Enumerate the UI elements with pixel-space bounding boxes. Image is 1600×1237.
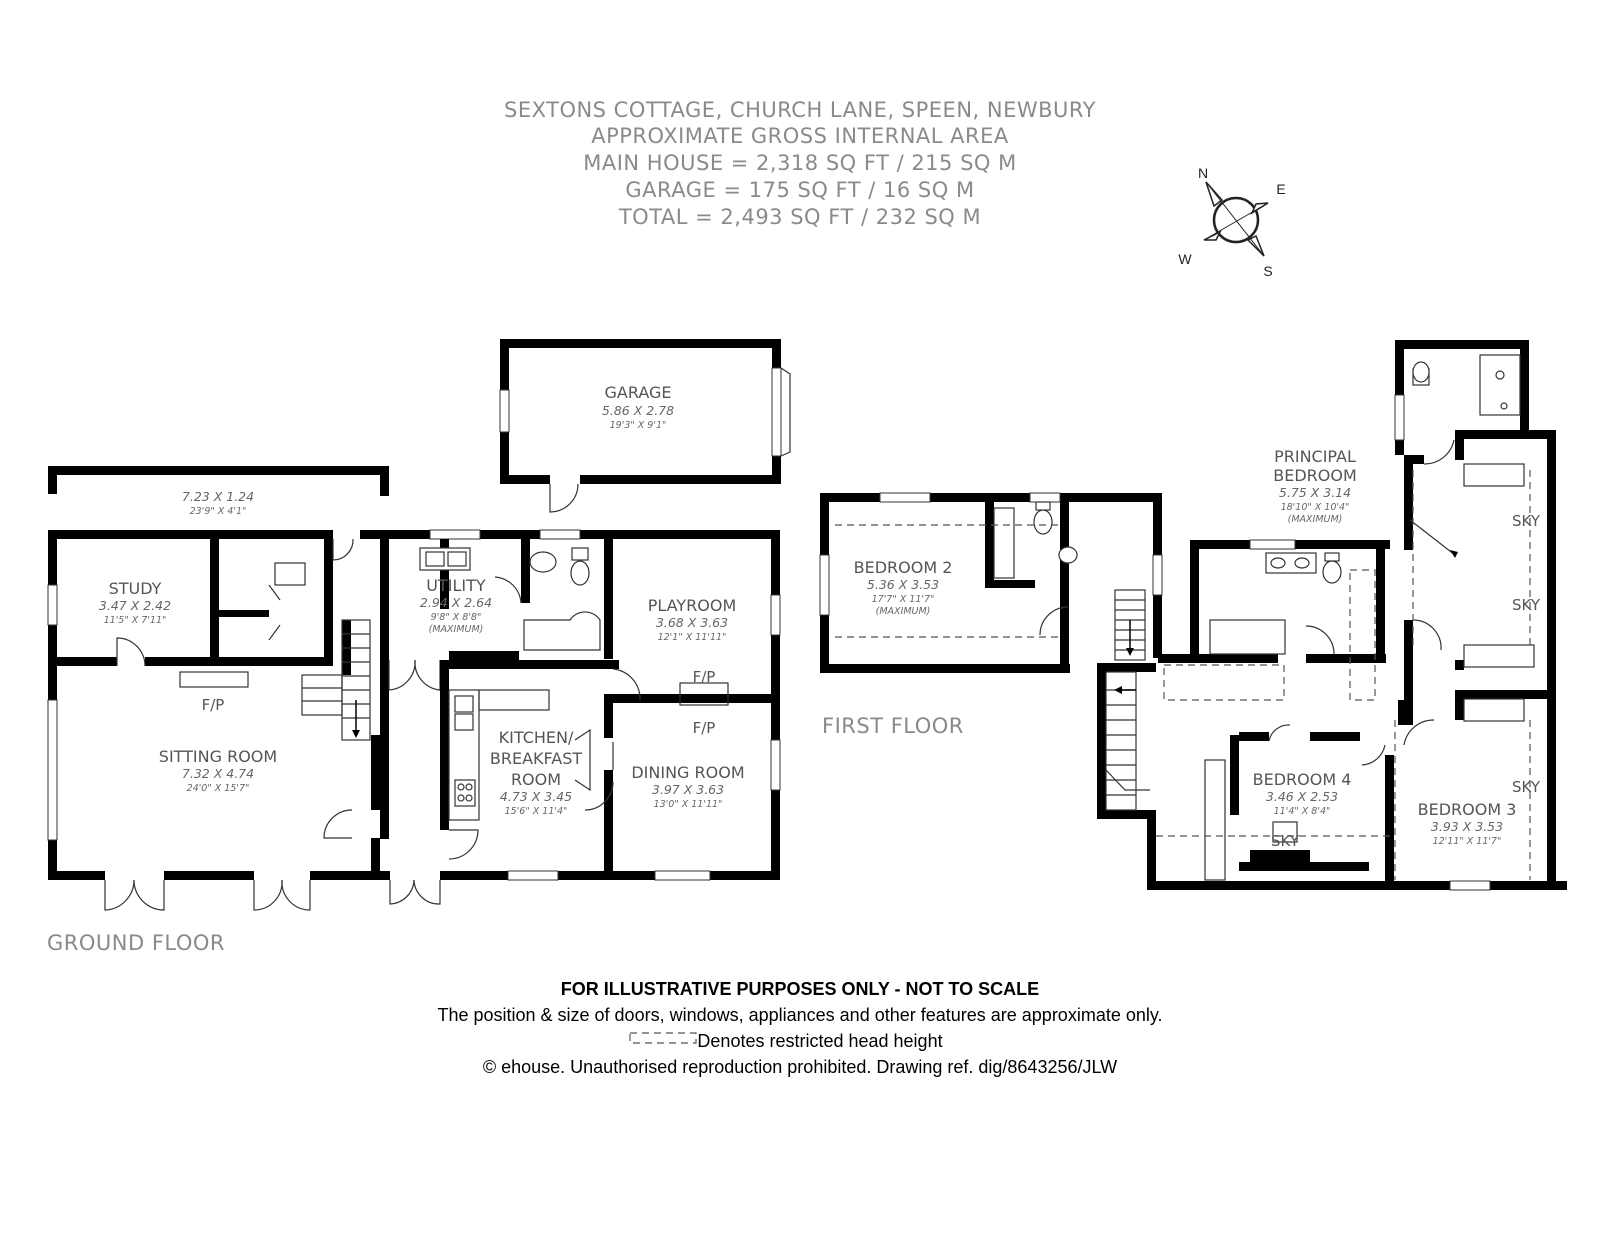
skylight-1: SKY xyxy=(1512,512,1541,530)
bedroom4-metric: 3.46 X 2.53 xyxy=(1266,789,1338,804)
playroom-metric: 3.68 X 3.63 xyxy=(656,615,728,630)
ground-stairs xyxy=(301,539,389,839)
sitting-room-label: SITTING ROOM 7.32 X 4.74 24'0" X 15'7" xyxy=(159,747,277,794)
ground-floor-label: GROUND FLOOR xyxy=(47,931,225,955)
ground-floor-walls xyxy=(47,529,781,911)
sitting-imperial: 24'0" X 15'7" xyxy=(187,783,250,794)
study-imperial: 11'5" X 7'11" xyxy=(104,615,167,626)
dining-imperial: 13'0" X 11'11" xyxy=(654,799,723,810)
garage-name: GARAGE xyxy=(605,383,672,402)
bedroom2-metric: 5.36 X 3.53 xyxy=(867,577,939,592)
fp-sitting: F/P xyxy=(202,696,225,714)
store-label: 7.23 X 1.24 23'9" X 4'1" xyxy=(182,489,254,517)
compass-s: S xyxy=(1263,263,1272,279)
principal-name-2: BEDROOM xyxy=(1273,466,1357,485)
principal-bedroom-label: PRINCIPAL BEDROOM 5.75 X 3.14 18'10" X 1… xyxy=(1273,447,1357,525)
principal-note: (MAXIMUM) xyxy=(1288,514,1343,525)
first-stairs xyxy=(1114,589,1146,661)
kitchen-label: KITCHEN/ BREAKFAST ROOM 4.73 X 3.45 15'6… xyxy=(490,728,582,817)
kitchen-imperial: 15'6" X 11'4" xyxy=(505,806,568,817)
first-floor-right-walls xyxy=(1097,340,1567,891)
header-area-title: APPROXIMATE GROSS INTERNAL AREA xyxy=(591,124,1009,148)
store-metric: 7.23 X 1.24 xyxy=(182,489,254,504)
dining-metric: 3.97 X 3.63 xyxy=(652,782,724,797)
study-metric: 3.47 X 2.42 xyxy=(99,598,171,613)
fp-dining: F/P xyxy=(693,719,716,737)
utility-metric: 2.94 X 2.64 xyxy=(420,595,492,610)
bedroom3-label: BEDROOM 3 3.93 X 3.53 12'11" X 11'7" xyxy=(1418,800,1517,847)
footer-disclaimer-title: FOR ILLUSTRATIVE PURPOSES ONLY - NOT TO … xyxy=(561,979,1039,999)
playroom-imperial: 12'1" X 11'11" xyxy=(658,632,727,643)
dining-name: DINING ROOM xyxy=(631,763,744,782)
bedroom3-metric: 3.93 X 3.53 xyxy=(1431,819,1503,834)
bedroom4-label: BEDROOM 4 3.46 X 2.53 11'4" X 8'4" xyxy=(1253,770,1352,817)
header: SEXTONS COTTAGE, CHURCH LANE, SPEEN, NEW… xyxy=(504,98,1096,229)
sitting-name: SITTING ROOM xyxy=(159,747,277,766)
playroom-name: PLAYROOM xyxy=(648,596,737,615)
skylight-4: SKY xyxy=(1271,832,1300,850)
dining-room-label: DINING ROOM 3.97 X 3.63 13'0" X 11'11" xyxy=(631,763,744,810)
kitchen-name-3: ROOM xyxy=(511,770,561,789)
compass-n: N xyxy=(1198,165,1208,181)
compass-e: E xyxy=(1276,181,1285,197)
footer-disclaimer-text: The position & size of doors, windows, a… xyxy=(437,1005,1162,1025)
bedroom4-imperial: 11'4" X 8'4" xyxy=(1274,806,1331,817)
footer-restricted-height: Denotes restricted head height xyxy=(697,1031,942,1051)
skylight-2: SKY xyxy=(1512,596,1541,614)
first-floor-plan: BEDROOM 2 5.36 X 3.53 17'7" X 11'7" (MAX… xyxy=(819,340,1567,891)
principal-metric: 5.75 X 3.14 xyxy=(1279,485,1351,500)
bedroom4-name: BEDROOM 4 xyxy=(1253,770,1352,789)
principal-name-1: PRINCIPAL xyxy=(1274,447,1356,466)
playroom-label: PLAYROOM 3.68 X 3.63 12'1" X 11'11" xyxy=(648,596,737,643)
study-name: STUDY xyxy=(109,579,162,598)
utility-name: UTILITY xyxy=(426,576,486,595)
utility-note: (MAXIMUM) xyxy=(429,624,484,635)
bedroom2-name: BEDROOM 2 xyxy=(854,558,953,577)
kitchen-name-1: KITCHEN/ xyxy=(499,728,574,747)
header-main-house: MAIN HOUSE = 2,318 SQ FT / 215 SQ M xyxy=(583,151,1017,175)
garage-imperial: 19'3" X 9'1" xyxy=(610,420,667,431)
compass-icon: N E S W xyxy=(1178,165,1285,279)
ground-floor-plan: GARAGE 5.86 X 2.78 19'3" X 9'1" 7.23 X 1… xyxy=(47,339,791,955)
first-floor-label: FIRST FLOOR xyxy=(822,714,964,738)
study-label: STUDY 3.47 X 2.42 11'5" X 7'11" xyxy=(99,579,171,626)
garage-label: GARAGE 5.86 X 2.78 19'3" X 9'1" xyxy=(602,383,674,431)
garage-metric: 5.86 X 2.78 xyxy=(602,403,674,418)
skylight-3: SKY xyxy=(1512,778,1541,796)
sitting-metric: 7.32 X 4.74 xyxy=(182,766,254,781)
header-total: TOTAL = 2,493 SQ FT / 232 SQ M xyxy=(618,205,981,229)
utility-imperial: 9'8" X 8'8" xyxy=(431,612,482,623)
bedroom2-label: BEDROOM 2 5.36 X 3.53 17'7" X 11'7" (MAX… xyxy=(854,558,953,617)
fireplace-playroom xyxy=(679,682,729,706)
bedroom2-imperial: 17'7" X 11'7" xyxy=(872,594,935,605)
kitchen-name-2: BREAKFAST xyxy=(490,749,582,768)
principal-imperial: 18'10" X 10'4" xyxy=(1281,502,1350,513)
fp-playroom: F/P xyxy=(693,668,716,686)
header-address: SEXTONS COTTAGE, CHURCH LANE, SPEEN, NEW… xyxy=(504,98,1096,122)
store-imperial: 23'9" X 4'1" xyxy=(190,506,247,517)
utility-label: UTILITY 2.94 X 2.64 9'8" X 8'8" (MAXIMUM… xyxy=(420,576,492,635)
footer-copyright: © ehouse. Unauthorised reproduction proh… xyxy=(483,1057,1117,1077)
bedroom3-imperial: 12'11" X 11'7" xyxy=(1433,836,1502,847)
compass-w: W xyxy=(1178,251,1192,267)
restricted-height-key-icon xyxy=(629,1032,697,1044)
fireplace-sitting xyxy=(179,671,249,688)
garage-walls xyxy=(499,339,791,513)
footer: FOR ILLUSTRATIVE PURPOSES ONLY - NOT TO … xyxy=(437,979,1162,1077)
bedroom3-name: BEDROOM 3 xyxy=(1418,800,1517,819)
bedroom2-note: (MAXIMUM) xyxy=(876,606,931,617)
kitchen-metric: 4.73 X 3.45 xyxy=(500,789,572,804)
store-walls xyxy=(48,466,389,496)
bedroom2-walls xyxy=(819,492,1163,673)
header-garage: GARAGE = 175 SQ FT / 16 SQ M xyxy=(625,178,974,202)
